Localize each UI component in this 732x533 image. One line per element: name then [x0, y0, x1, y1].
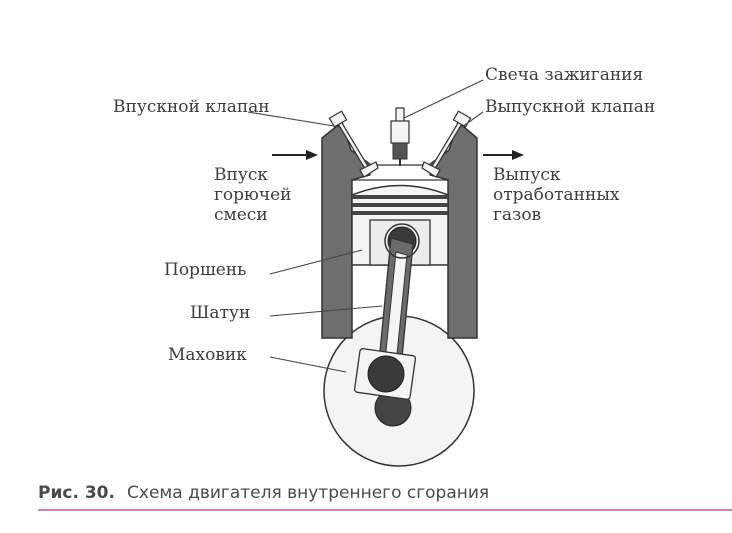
label-exhaust-line2: отработанных	[493, 185, 620, 205]
intake-valve	[328, 110, 379, 178]
label-exhaust-line3: газов	[493, 205, 541, 225]
label-exhaust-valve: Выпускной клапан	[485, 97, 655, 117]
flywheel-leader	[269, 356, 347, 373]
piston-leader	[269, 249, 363, 275]
spark-plug	[390, 107, 410, 166]
piston-ring	[352, 203, 448, 207]
piston-ring	[352, 195, 448, 199]
label-intake-valve: Впускной клапан	[113, 97, 270, 117]
caption-number: Рис. 30.	[38, 483, 115, 503]
cylinder	[321, 120, 478, 339]
exhaust-arrow	[483, 150, 524, 160]
connecting-rod	[353, 223, 420, 400]
label-intake-line2: горючей	[214, 185, 291, 205]
label-exhaust-line1: Выпуск	[493, 165, 561, 185]
exhaust-valve	[421, 110, 472, 178]
exhaust-valve-leader	[461, 111, 484, 128]
piston-ring	[352, 211, 448, 215]
label-connecting-rod: Шатун	[190, 303, 250, 323]
label-intake-line1: Впуск	[214, 165, 268, 185]
connecting-rod-leader	[269, 305, 383, 317]
label-spark-plug: Свеча зажигания	[485, 65, 643, 85]
intake-arrow	[272, 150, 318, 160]
caption-text: Схема двигателя внутреннего сгорания	[127, 483, 489, 503]
figure-caption: Рис. 30. Схема двигателя внутреннего сго…	[38, 483, 489, 503]
intake-valve-leader	[247, 111, 341, 128]
label-intake-line3: смеси	[214, 205, 268, 225]
label-piston: Поршень	[164, 260, 246, 280]
spark-plug-leader	[403, 79, 484, 119]
label-flywheel: Маховик	[168, 345, 247, 365]
